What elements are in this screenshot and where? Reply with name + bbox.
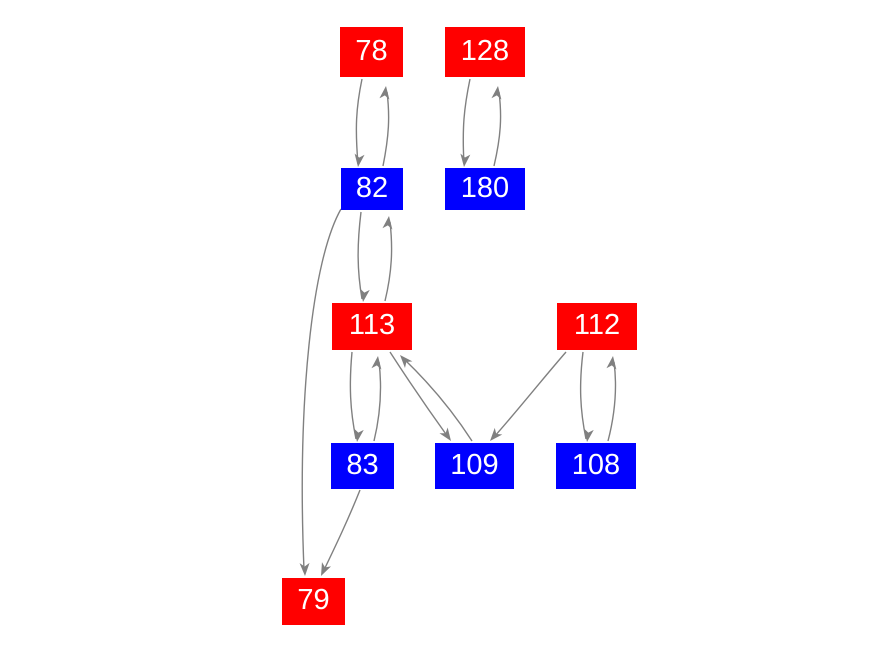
graph-node-180[interactable]: 180: [445, 168, 525, 210]
edge-line: [373, 361, 382, 442]
edge-108-to-112: [606, 356, 617, 442]
arrow-head-icon: [359, 288, 370, 302]
edge-83-to-113: [371, 356, 382, 442]
edge-109-to-113: [400, 355, 473, 442]
graph-node-79[interactable]: 79: [282, 578, 345, 625]
edge-82-to-113: [357, 211, 370, 302]
edge-line: [355, 78, 363, 165]
arrow-head-icon: [379, 86, 390, 100]
graph-node-128[interactable]: 128: [445, 27, 525, 77]
graph-node-83[interactable]: 83: [331, 443, 394, 489]
node-label: 108: [571, 448, 621, 481]
edge-82-to-79: [299, 208, 342, 576]
edge-113-to-109: [389, 351, 451, 441]
edge-180-to-128: [491, 86, 502, 167]
edge-line: [493, 351, 567, 438]
node-label: 112: [573, 309, 621, 341]
arrow-head-icon: [321, 562, 332, 576]
arrow-head-icon: [353, 428, 364, 442]
graph-node-78[interactable]: 78: [340, 27, 403, 77]
arrow-head-icon: [491, 86, 502, 100]
edge-line: [323, 489, 361, 571]
arrow-head-icon: [400, 355, 413, 369]
graph-node-108[interactable]: 108: [556, 443, 636, 489]
node-label: 78: [355, 34, 388, 67]
arrow-head-icon: [299, 562, 310, 576]
graph-node-112[interactable]: 112: [557, 303, 637, 350]
edge-line: [382, 91, 390, 167]
edge-82-to-78: [379, 86, 390, 167]
node-label: 82: [355, 171, 389, 204]
edge-line: [349, 351, 357, 440]
edge-line: [301, 208, 342, 571]
node-label: 83: [346, 448, 379, 481]
edge-78-to-82: [354, 78, 365, 167]
edge-112-to-109: [490, 351, 567, 441]
arrow-head-icon: [354, 153, 365, 167]
edge-line: [493, 91, 502, 167]
graph-node-113[interactable]: 113: [332, 303, 412, 350]
arrow-head-icon: [382, 216, 393, 230]
arrow-head-icon: [583, 428, 594, 442]
node-label: 79: [297, 584, 330, 616]
node-label: 113: [348, 309, 396, 341]
edge-113-to-82: [382, 216, 393, 302]
edge-line: [384, 221, 393, 302]
edge-line: [462, 78, 471, 165]
arrow-head-icon: [460, 153, 471, 167]
edge-line: [403, 358, 473, 442]
edge-line: [389, 351, 449, 438]
node-label: 109: [450, 448, 499, 481]
edge-128-to-180: [460, 78, 471, 167]
edge-83-to-79: [321, 489, 361, 576]
arrow-head-icon: [371, 356, 382, 370]
graph-node-109[interactable]: 109: [435, 443, 514, 489]
edge-line: [579, 351, 587, 440]
node-label: 128: [460, 34, 510, 67]
edge-line: [357, 211, 363, 300]
edge-line: [607, 361, 617, 442]
arrow-head-icon: [490, 427, 503, 441]
edge-112-to-108: [579, 351, 594, 442]
arrow-head-icon: [439, 427, 451, 441]
node-label: 180: [460, 171, 510, 204]
edge-113-to-83: [349, 351, 364, 442]
graph-node-82[interactable]: 82: [341, 168, 403, 210]
arrow-head-icon: [606, 356, 617, 370]
